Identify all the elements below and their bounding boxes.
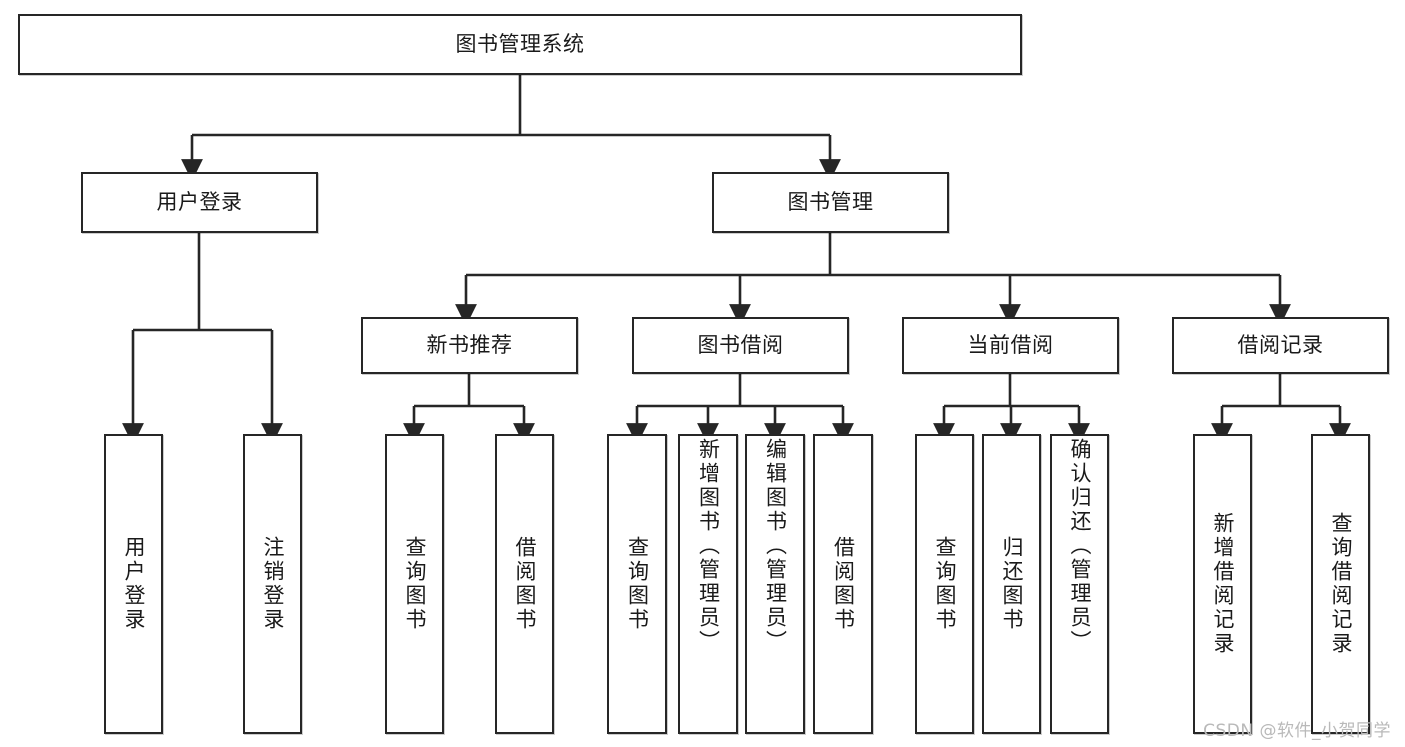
- node-leaf-query-book-2-label: 查询图书: [625, 536, 650, 632]
- node-leaf-query-borrow-record[interactable]: 查询借阅记录: [1311, 434, 1370, 734]
- node-new-book-recommend-label: 新书推荐: [426, 333, 513, 358]
- node-leaf-user-login[interactable]: 用户登录: [104, 434, 163, 734]
- node-leaf-logout-login-label: 注销登录: [261, 536, 285, 632]
- node-book-borrow[interactable]: 图书借阅: [632, 317, 849, 374]
- node-root-label: 图书管理系统: [455, 32, 585, 57]
- node-leaf-query-book-1[interactable]: 查询图书: [385, 434, 444, 734]
- node-leaf-add-book-admin-label: 新增图书（管理员）: [696, 438, 721, 654]
- node-new-book-recommend[interactable]: 新书推荐: [361, 317, 578, 374]
- node-borrow-record-label: 借阅记录: [1237, 333, 1324, 358]
- node-leaf-query-book-2[interactable]: 查询图书: [607, 434, 667, 734]
- node-leaf-add-borrow-record[interactable]: 新增借阅记录: [1193, 434, 1252, 734]
- node-leaf-query-borrow-record-label: 查询借阅记录: [1329, 512, 1353, 656]
- node-leaf-add-book-admin[interactable]: 新增图书（管理员）: [678, 434, 738, 734]
- node-root[interactable]: 图书管理系统: [18, 14, 1022, 75]
- node-leaf-return-book[interactable]: 归还图书: [982, 434, 1041, 734]
- node-leaf-query-book-1-label: 查询图书: [403, 536, 427, 632]
- node-leaf-borrow-book-2[interactable]: 借阅图书: [813, 434, 873, 734]
- node-leaf-logout-login[interactable]: 注销登录: [243, 434, 302, 734]
- node-leaf-user-login-label: 用户登录: [122, 536, 146, 632]
- node-user-login[interactable]: 用户登录: [81, 172, 318, 233]
- node-leaf-add-borrow-record-label: 新增借阅记录: [1211, 512, 1235, 656]
- node-leaf-query-book-3-label: 查询图书: [933, 536, 957, 632]
- node-book-borrow-label: 图书借阅: [697, 333, 784, 358]
- node-user-login-label: 用户登录: [156, 190, 243, 215]
- node-leaf-confirm-return-admin[interactable]: 确认归还（管理员）: [1050, 434, 1109, 734]
- node-current-borrow-label: 当前借阅: [967, 333, 1054, 358]
- node-leaf-edit-book-admin-label: 编辑图书（管理员）: [763, 438, 788, 654]
- node-current-borrow[interactable]: 当前借阅: [902, 317, 1119, 374]
- node-leaf-borrow-book-1[interactable]: 借阅图书: [495, 434, 554, 734]
- node-leaf-edit-book-admin[interactable]: 编辑图书（管理员）: [745, 434, 805, 734]
- node-book-management[interactable]: 图书管理: [712, 172, 949, 233]
- node-book-management-label: 图书管理: [787, 190, 874, 215]
- node-leaf-confirm-return-admin-label: 确认归还（管理员）: [1068, 438, 1092, 654]
- node-borrow-record[interactable]: 借阅记录: [1172, 317, 1389, 374]
- node-leaf-return-book-label: 归还图书: [1000, 536, 1024, 632]
- node-leaf-query-book-3[interactable]: 查询图书: [915, 434, 974, 734]
- node-leaf-borrow-book-2-label: 借阅图书: [831, 536, 856, 632]
- node-leaf-borrow-book-1-label: 借阅图书: [513, 536, 537, 632]
